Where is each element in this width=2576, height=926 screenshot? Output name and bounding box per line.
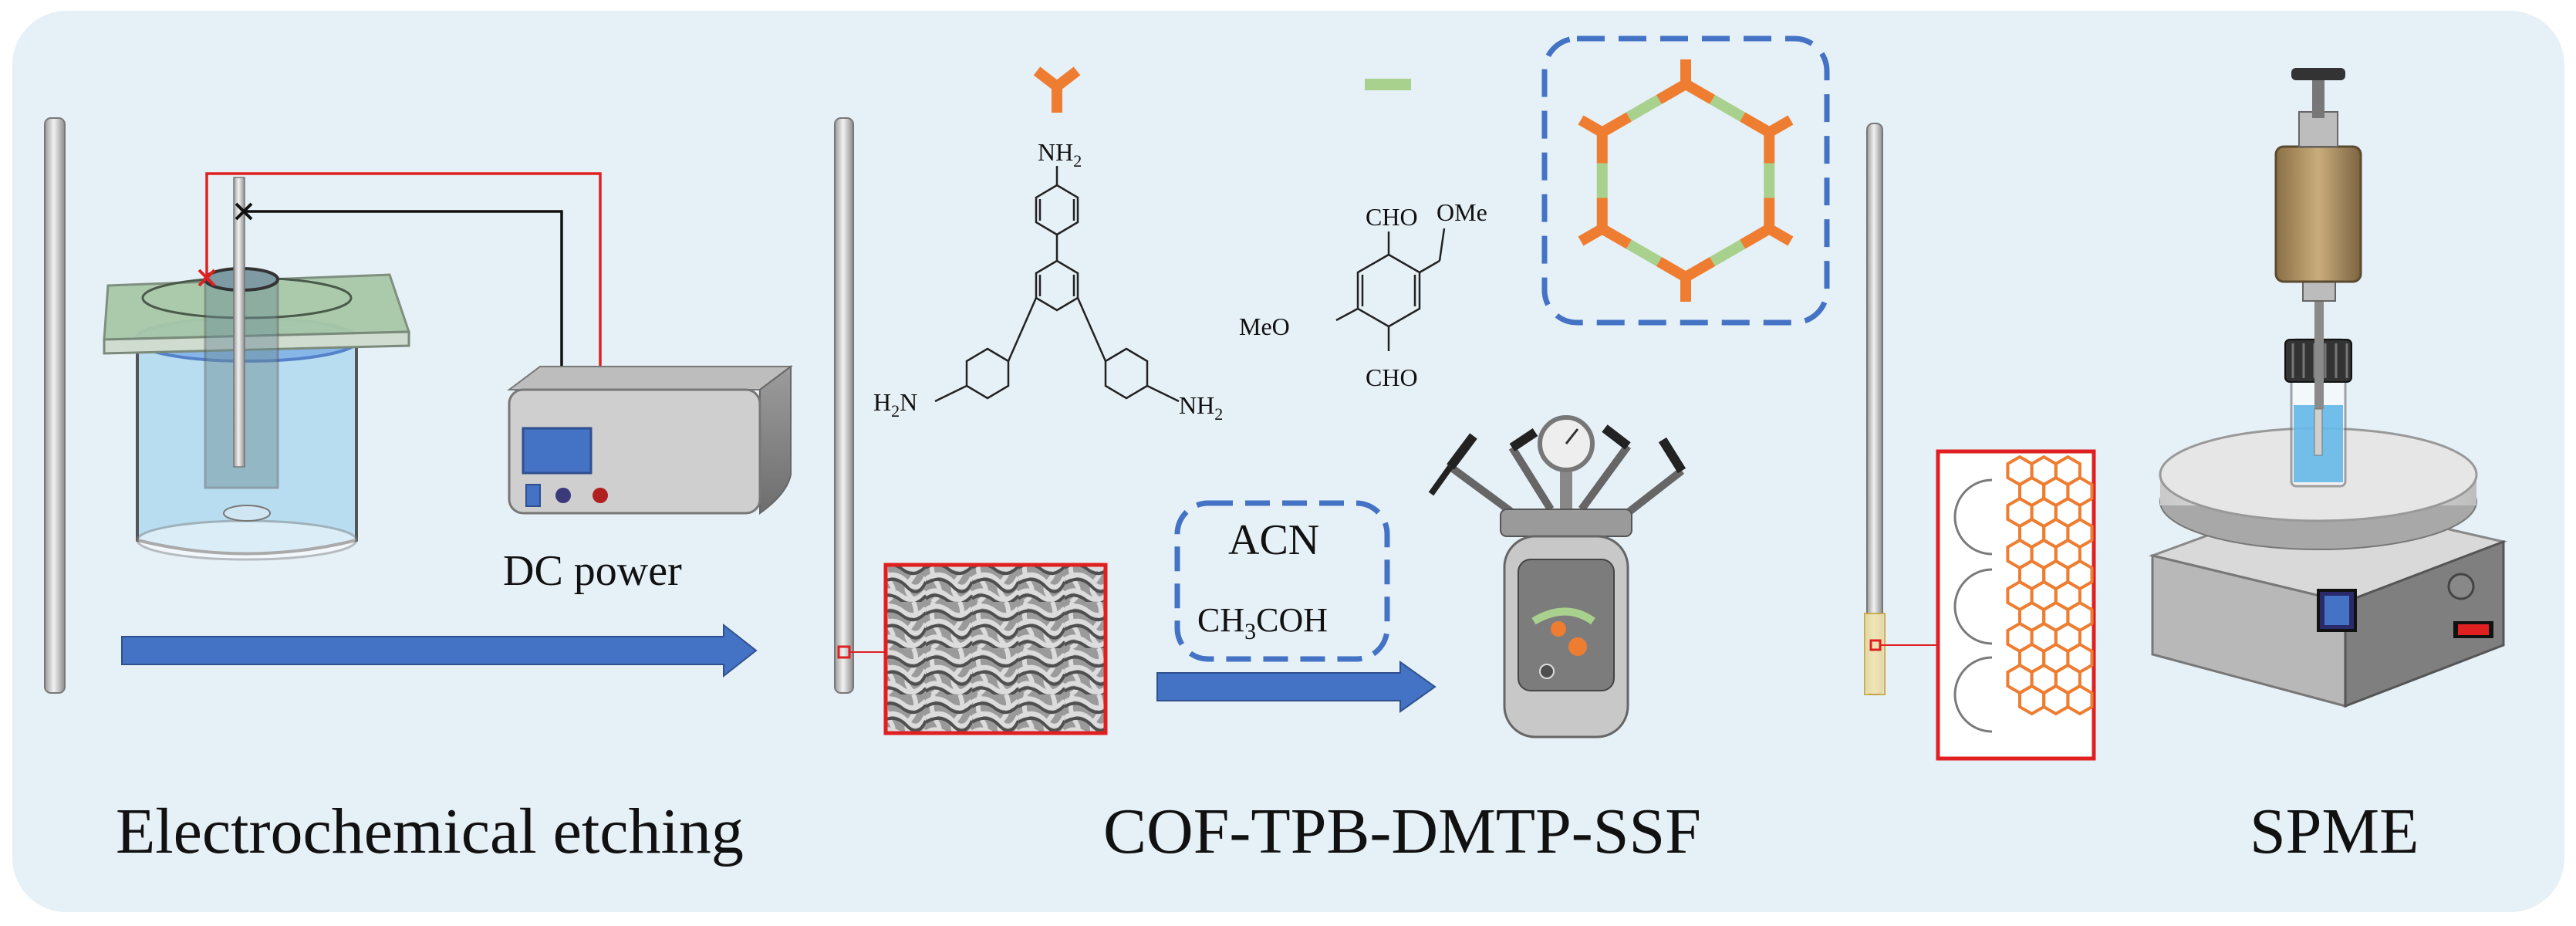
dmtp-cho-top: CHO bbox=[1366, 203, 1418, 231]
tpb-node-symbol bbox=[1033, 66, 1081, 113]
cof-honeycomb-layer bbox=[2006, 455, 2094, 716]
background-panel bbox=[12, 11, 2564, 912]
steel-fiber-raw bbox=[44, 117, 66, 694]
solvent-acetic-acid: CH3COH bbox=[1197, 601, 1328, 644]
dmtp-linker-symbol bbox=[1365, 79, 1411, 90]
cof-linker bbox=[1626, 239, 1662, 267]
tpb-nh2-right: NH2 bbox=[1179, 391, 1223, 424]
steel-fiber-etched bbox=[834, 117, 854, 694]
dc-power-supply bbox=[507, 365, 793, 515]
cof-node-outer-arm bbox=[1578, 224, 1605, 246]
dmtp-cho-bottom: CHO bbox=[1366, 363, 1418, 391]
cof-coated-fiber bbox=[1866, 123, 1883, 695]
red-wire bbox=[205, 172, 602, 498]
cof-linker bbox=[1710, 239, 1746, 267]
dmtp-structure bbox=[1335, 231, 1440, 351]
cof-linker bbox=[1626, 94, 1662, 122]
cof-node-arm bbox=[1599, 112, 1632, 137]
tpb-structure bbox=[934, 166, 1180, 403]
tpb-nh2-top: NH2 bbox=[1038, 138, 1082, 171]
dmtp-ome-left: MeO bbox=[1239, 313, 1290, 340]
cof-node-arm bbox=[1683, 256, 1716, 282]
cof-node-arm bbox=[1656, 79, 1689, 105]
solvent-box bbox=[1174, 500, 1390, 662]
cof-node-arm bbox=[1683, 79, 1716, 105]
process-arrow-1 bbox=[121, 623, 758, 678]
stage-label-cof: COF-TPB-DMTP-SSF bbox=[1103, 796, 1701, 867]
cof-node-outer-arm bbox=[1766, 224, 1794, 246]
fiber-cross-sections bbox=[1953, 478, 1993, 733]
cof-node-arm bbox=[1656, 256, 1689, 282]
solvent-acn: ACN bbox=[1228, 516, 1319, 564]
stage-label-etching: Electrochemical etching bbox=[116, 796, 744, 867]
cof-node-outer-arm bbox=[1766, 115, 1794, 137]
cof-hex-cell bbox=[2066, 684, 2094, 716]
tpb-nh2-left: H2N bbox=[873, 388, 917, 421]
cof-node-arm bbox=[1599, 224, 1632, 249]
sem-etched-surface-image bbox=[883, 563, 1108, 735]
cof-node-arm bbox=[1740, 112, 1772, 137]
stage-label-spme: SPME bbox=[2250, 796, 2419, 867]
process-arrow-2 bbox=[1156, 661, 1437, 713]
cof-framework-frame bbox=[1541, 35, 1830, 326]
dc-power-label: DC power bbox=[503, 547, 682, 595]
cof-hexagonal-framework bbox=[1578, 59, 1794, 302]
dmtp-ome-right: OMe bbox=[1437, 198, 1487, 226]
power-display-screen bbox=[522, 427, 593, 475]
cof-node-outer-arm bbox=[1578, 115, 1605, 137]
solvothermal-reactor bbox=[1428, 415, 1686, 738]
electrolytic-cell bbox=[103, 177, 411, 561]
magnetic-stirrer bbox=[2148, 427, 2508, 708]
cof-linker bbox=[1710, 94, 1746, 122]
spme-syringe-assembly bbox=[2274, 68, 2362, 488]
cof-node-arm bbox=[1740, 224, 1772, 249]
